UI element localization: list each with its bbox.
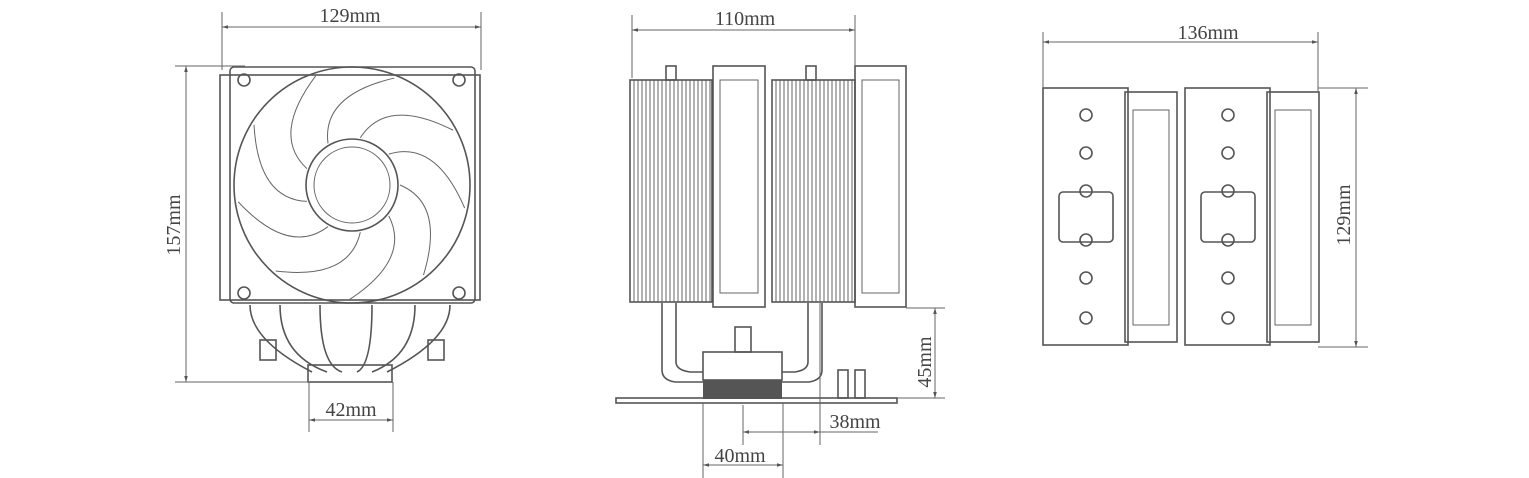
front-base-label: 42mm <box>325 399 377 421</box>
motherboard-plate <box>615 397 898 404</box>
side-offset-label: 38mm <box>829 411 881 433</box>
side-depth-label: 110mm <box>715 8 776 30</box>
fan-frame-2 <box>854 65 907 308</box>
fan-frame-1 <box>712 65 766 308</box>
side-view: 110mm 45mm 38mm 40mm <box>615 8 945 478</box>
heatsink-fins <box>629 79 856 303</box>
fan-ring <box>233 66 471 304</box>
side-base-label: 40mm <box>714 445 766 467</box>
side-clearance-label: 45mm <box>914 336 936 388</box>
heatsink-top <box>1042 87 1129 346</box>
fan-blades <box>237 75 466 301</box>
fan-top <box>1124 91 1178 343</box>
front-view: 129mm 157mm 42mm <box>163 5 482 432</box>
base-block <box>702 351 783 381</box>
heatsink-top <box>1184 87 1271 346</box>
heatsink-fins <box>219 74 481 301</box>
fan-hub <box>305 138 399 232</box>
base-plate <box>307 364 393 383</box>
top-length-label: 136mm <box>1177 22 1239 44</box>
base-contact <box>703 380 782 399</box>
front-height-label: 157mm <box>163 194 185 256</box>
fan-top <box>1266 91 1320 343</box>
screw <box>734 326 752 353</box>
mount-holes <box>237 73 466 300</box>
heatpipes <box>249 304 451 373</box>
top-view: 136mm 129mm <box>1042 22 1368 348</box>
top-width-label: 129mm <box>1333 184 1355 246</box>
front-width-label: 129mm <box>319 5 381 27</box>
